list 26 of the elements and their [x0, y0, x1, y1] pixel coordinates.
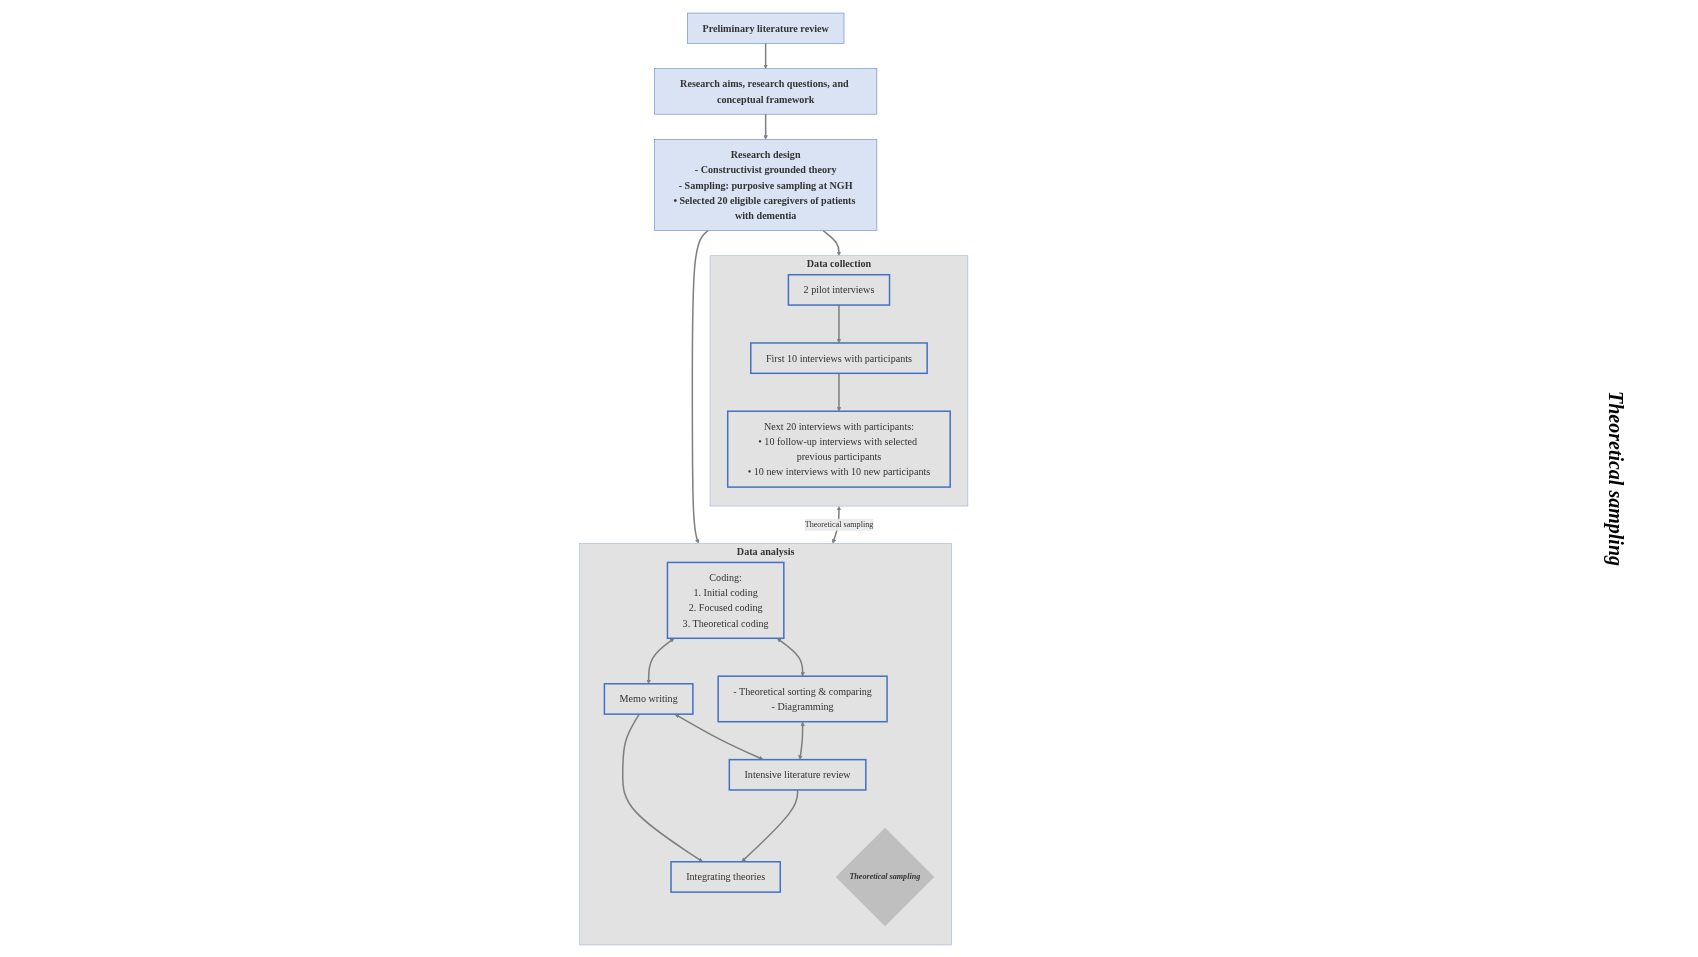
node-box: Memo writing [603, 682, 694, 715]
node-box: Intensive literature review [728, 758, 867, 791]
arrow [691, 229, 710, 544]
arrow [763, 42, 769, 69]
arrow [622, 712, 704, 862]
node-box: First 10 interviews with participants [750, 341, 929, 374]
note-label: Theoretical sampling [1603, 391, 1627, 566]
arrow [646, 637, 675, 684]
arrow [836, 372, 842, 411]
edge-label: Theoretical sampling [804, 519, 874, 529]
node-diamond: Theoretical sampling [835, 827, 935, 926]
node-box: Coding: 1. Initial coding 2. Focused coding 3. Theoretical coding [666, 561, 785, 639]
node-box: Research design - Constructivist grounded theory - Sampling: purposive sampling at NGH • Selected 20 eligible caregivers of patients with dementia [654, 138, 878, 231]
arrow [763, 112, 769, 140]
arrow [822, 229, 842, 256]
arrow [777, 637, 805, 676]
arrow [836, 303, 842, 343]
arrow [674, 713, 764, 760]
node-box: Integrating theories [670, 860, 782, 893]
node-box: Research aims, research questions, and conceptual framework [654, 67, 878, 114]
node-box: - Theoretical sorting & comparing - Diagramming [717, 674, 888, 722]
node-box: Preliminary literature review [687, 12, 845, 44]
arrow [741, 788, 799, 862]
node-box: 2 pilot interviews [787, 273, 891, 306]
node-box: Next 20 interviews with participants: • 10 follow-up interviews with selected previous participants • 10 new interviews with 10 new participants [727, 410, 952, 488]
arrow [798, 721, 805, 760]
